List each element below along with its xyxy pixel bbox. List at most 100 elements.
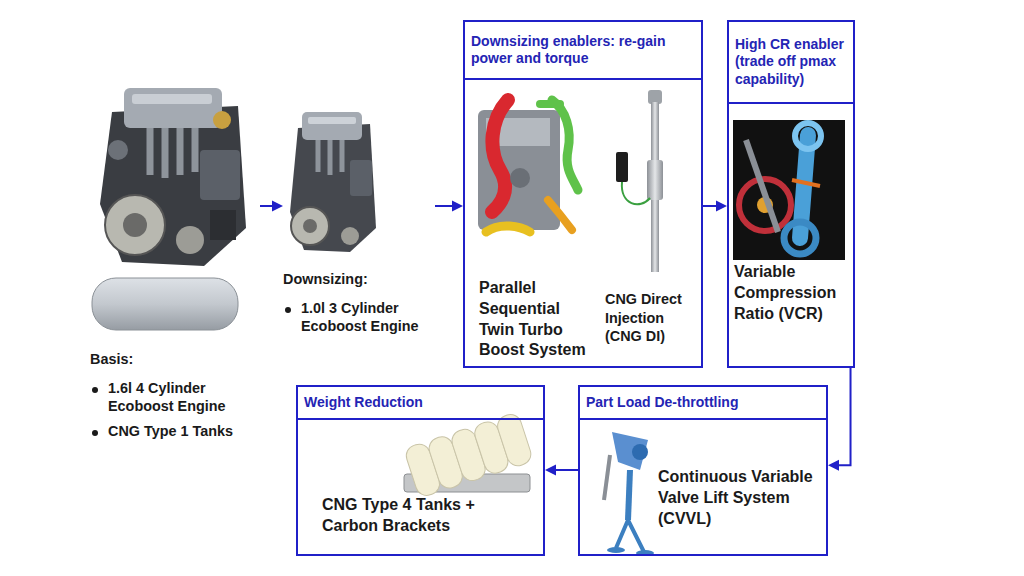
type4-tanks-picture-part-part (495, 412, 534, 469)
picture-group: Basis: 1.6l 4 Cylinder Ecoboost EngineCNG… (90, 80, 260, 470)
twin-turbo-picture-part (548, 200, 572, 230)
bullet-item: 1.0l 3 Cylinder Ecoboost Engine (283, 299, 435, 336)
twin-turbo-picture-part (510, 168, 530, 188)
downsized-engine-picture-part (350, 160, 372, 196)
cvvl-picture-part (612, 432, 648, 470)
cvvl-picture (604, 432, 654, 556)
arrow-head (716, 201, 727, 212)
basis-engine-picture-part (123, 213, 147, 237)
arrow-line (260, 205, 274, 207)
twin-turbo-picture-part (486, 226, 530, 232)
downsized-engine-picture-part (341, 227, 359, 245)
arrow-head (545, 465, 556, 476)
basis-engine-picture-part (132, 94, 212, 104)
cng-injector-picture (616, 90, 663, 272)
cng-tank-picture-part (92, 278, 238, 330)
twin-turbo-picture-part (540, 100, 560, 108)
basis-engine-picture (100, 88, 246, 266)
twin-turbo-picture-part (492, 100, 508, 212)
downsized-engine-picture-part (308, 117, 356, 124)
cvvl-picture-part (604, 455, 610, 500)
basis-engine-picture-part (105, 195, 165, 255)
caption-heading: Downsizing: (283, 270, 435, 289)
cng-injector-picture-part (647, 160, 663, 200)
bullet-dot (92, 387, 98, 393)
flow-arrow (828, 368, 851, 471)
flow-arrow (435, 201, 463, 212)
vcr-picture-part (746, 140, 778, 232)
arrow-line (837, 368, 851, 465)
cvvl-picture-part (632, 444, 648, 460)
bullet-item: CNG Type 1 Tanks (90, 422, 260, 441)
cvvl-picture-part (607, 547, 625, 553)
item-label: Continuous Variable Valve Lift System (C… (658, 467, 824, 529)
basis-engine-picture-part (213, 111, 231, 129)
text-slot: Variable Compression Ratio (VCR) (734, 262, 850, 324)
basis-engine-picture-part (176, 226, 204, 254)
box-heading-strip: Weight Reduction (298, 387, 543, 420)
text-slot: CNG Type 4 Tanks + Carbon Brackets (322, 495, 497, 537)
cng-tank-picture (92, 278, 238, 330)
bullet-text: 1.0l 3 Cylinder Ecoboost Engine (301, 299, 435, 336)
cvvl-picture-part (628, 470, 630, 520)
vcr-picture (733, 120, 845, 260)
type4-tanks-picture-part (403, 412, 533, 499)
box-heading-strip: Part Load De-throttling (580, 387, 826, 420)
arrow-line (554, 469, 578, 471)
box-heading: High CR enabler (trade off pmax capabili… (735, 36, 847, 89)
cng-injector-picture-part (648, 90, 662, 104)
vcr-picture-part (795, 123, 821, 149)
bullet-dot (92, 430, 98, 436)
basis-engine-picture-part (200, 150, 240, 200)
flow-arrow (260, 201, 283, 212)
item-label: Variable Compression Ratio (VCR) (734, 262, 850, 324)
stage-box: High CR enabler (trade off pmax capabili… (727, 20, 855, 368)
basis-engine-picture-part (124, 88, 222, 128)
vcr-picture-part (733, 120, 845, 260)
box-heading: Downsizing enablers: re-gain power and t… (471, 33, 695, 68)
basis-engine-picture-part (108, 140, 128, 160)
downsized-engine-picture-part (290, 124, 376, 252)
stage-box: Part Load De-throttlingContinuous Variab… (578, 385, 828, 556)
basis-engine-picture-part (150, 128, 195, 178)
box-heading: Weight Reduction (304, 394, 423, 412)
vcr-picture-part (792, 180, 820, 186)
twin-turbo-picture-part (552, 100, 578, 190)
caption-heading: Basis: (90, 350, 260, 369)
arrow-head (828, 460, 839, 471)
twin-turbo-picture (478, 100, 578, 232)
text-slot: CNG Direct Injection (CNG DI) (605, 290, 701, 346)
stage-box: Downsizing enablers: re-gain power and t… (463, 20, 703, 368)
caption-column: Downsizing: 1.0l 3 Cylinder Ecoboost Engi… (283, 270, 435, 336)
downsized-engine-picture (290, 112, 376, 252)
downsized-engine-picture-part (291, 207, 329, 245)
box-heading: Part Load De-throttling (586, 394, 738, 412)
bullet-text: 1.6l 4 Cylinder Ecoboost Engine (108, 379, 260, 416)
text-slot: Parallel Sequential Twin Turbo Boost Sys… (479, 278, 597, 361)
bullet-dot (285, 307, 291, 313)
basis-engine-picture-part (210, 210, 236, 240)
cng-injector-picture-part (616, 152, 628, 182)
flow-arrow (545, 465, 578, 476)
text-slot: Continuous Variable Valve Lift System (C… (658, 467, 824, 529)
arrow-line (435, 205, 454, 207)
picture-group: Downsizing: 1.0l 3 Cylinder Ecoboost Engi… (283, 105, 435, 360)
caption-column: Basis: 1.6l 4 Cylinder Ecoboost EngineCNG… (90, 350, 260, 441)
downsized-engine-picture-part (302, 112, 362, 140)
item-label: CNG Type 4 Tanks + Carbon Brackets (322, 495, 497, 537)
arrow-head (452, 201, 463, 212)
bullet-text: CNG Type 1 Tanks (108, 422, 260, 441)
vcr-picture-part (784, 222, 816, 254)
box-heading-strip: Downsizing enablers: re-gain power and t… (465, 22, 701, 80)
downsized-engine-picture-part (303, 219, 317, 233)
cvvl-picture-part (616, 520, 644, 552)
box-heading-strip: High CR enabler (trade off pmax capabili… (729, 22, 853, 104)
type4-tanks-picture (403, 412, 533, 499)
downsized-engine-picture-part (318, 140, 342, 175)
arrow-head (272, 201, 283, 212)
cng-injector-picture-part (622, 182, 650, 204)
flow-arrow (703, 201, 727, 212)
stage-box: Weight ReductionCNG Type 4 Tanks + Carbo… (296, 385, 545, 556)
item-label: Parallel Sequential Twin Turbo Boost Sys… (479, 278, 597, 361)
